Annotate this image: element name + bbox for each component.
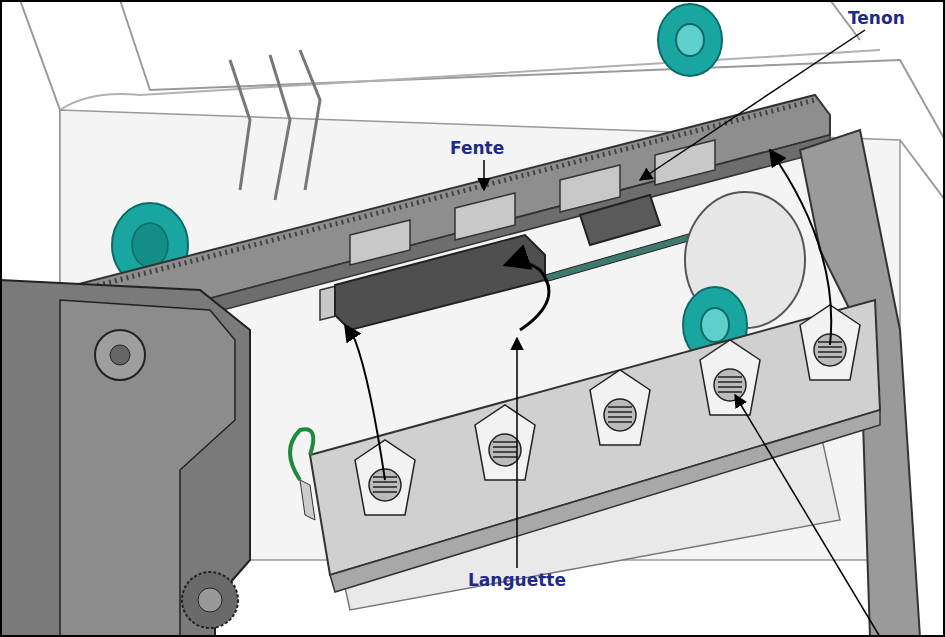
top-spool (658, 4, 722, 76)
wire-terminal (300, 480, 315, 520)
spring-plate (310, 300, 880, 592)
tenon-part (580, 195, 660, 245)
part-label: Languette (468, 570, 566, 590)
leader-line (516, 338, 518, 568)
tab-part (335, 235, 545, 330)
springs (355, 305, 860, 515)
gear-housing (0, 280, 250, 637)
leader-line (640, 30, 865, 180)
motion-arrow (505, 262, 549, 330)
part-label: Fente (450, 138, 504, 158)
leader-line (483, 160, 485, 190)
leader-line (735, 395, 880, 637)
motion-arrow (770, 150, 831, 345)
frame-lines (60, 50, 880, 110)
hook-wires (230, 50, 320, 200)
motion-arrow (345, 325, 385, 480)
ground-wire (290, 429, 313, 480)
part-label: Tenon (848, 8, 905, 28)
